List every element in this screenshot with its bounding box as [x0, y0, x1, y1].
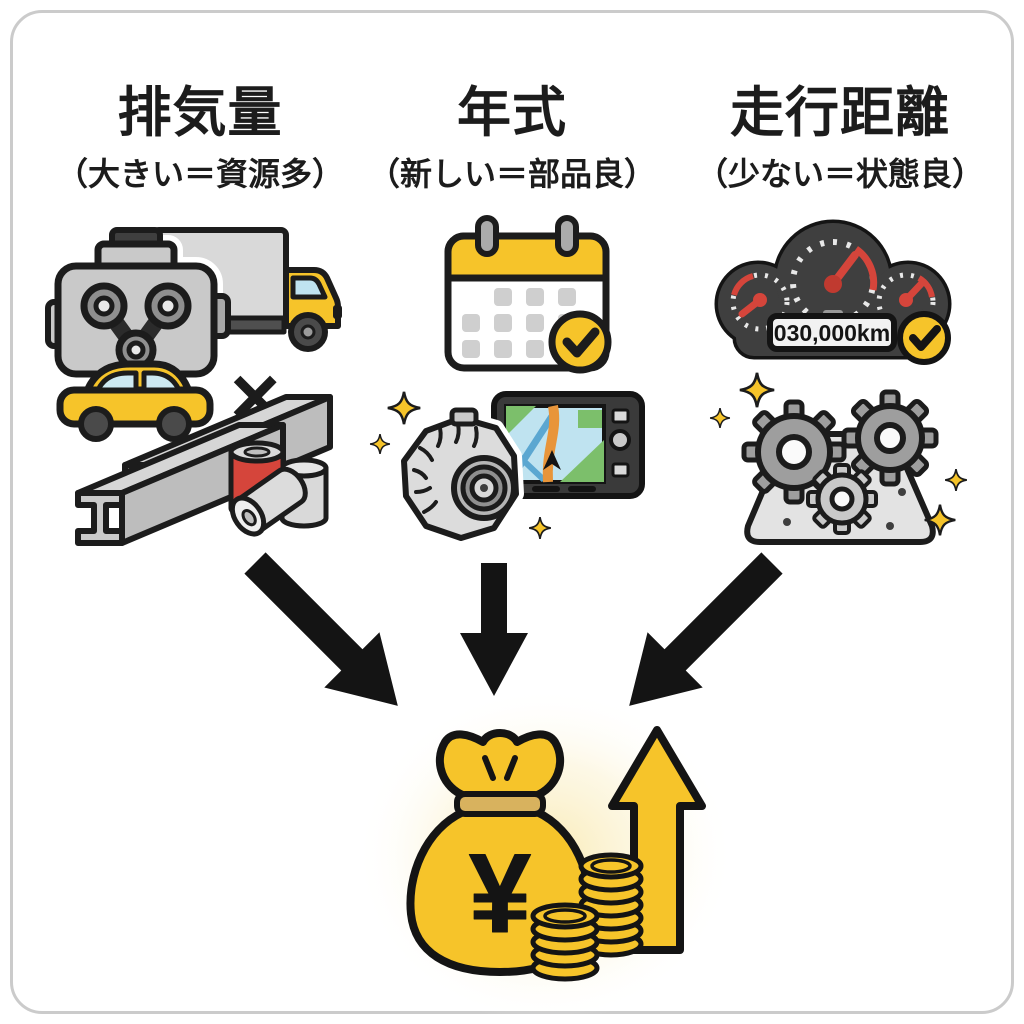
cans-icon	[228, 440, 329, 537]
column-subtitle: （少ない＝状態良）	[695, 156, 984, 193]
arrow-down-right-icon	[244, 552, 398, 706]
check-icon	[897, 311, 951, 365]
left-gauge-icon	[730, 272, 790, 332]
binder-ring-icon	[475, 215, 499, 257]
arrow-down-icon	[460, 563, 528, 696]
binder-ring-icon	[555, 215, 579, 257]
odometer-reading: 030,000km	[774, 320, 890, 346]
column-displacement-header: 排気量 （大きい＝資源多）	[40, 83, 360, 195]
arrow-down-left-icon	[629, 552, 783, 706]
parts-navigator-group	[369, 390, 645, 546]
scrap-materials-icon	[75, 394, 333, 546]
column-mileage-header: 走行距離 （少ない＝状態良）	[686, 83, 994, 195]
column-subtitle: （新しい＝部品良）	[367, 156, 656, 193]
alternator-icon	[396, 407, 524, 546]
column-title: 走行距離	[730, 83, 950, 143]
column-title: 排気量	[117, 83, 283, 143]
yen-symbol: ¥	[469, 831, 531, 956]
value-result-group: ¥	[355, 687, 735, 1023]
gear-large-right	[841, 389, 939, 487]
car-multiply-group: ×	[56, 349, 280, 445]
converging-arrows	[244, 552, 783, 706]
column-subtitle: （大きい＝資源多）	[55, 156, 344, 193]
map-arrow-icon	[543, 450, 561, 470]
gears-icon	[709, 371, 968, 545]
check-icon	[548, 310, 612, 374]
gear-small-center	[806, 463, 878, 535]
calendar-check-icon	[444, 215, 612, 374]
column-model-year-header: 年式 （新しい＝部品良）	[362, 83, 662, 195]
column-title: 年式	[457, 83, 567, 143]
car-icon	[56, 360, 214, 442]
coin-stack-icon	[530, 902, 600, 982]
right-gauge-icon	[876, 272, 936, 332]
odometer-icon: 030,000km	[767, 313, 897, 352]
instrument-cluster-icon: 030,000km	[714, 219, 952, 365]
gear-large-left	[741, 399, 847, 505]
